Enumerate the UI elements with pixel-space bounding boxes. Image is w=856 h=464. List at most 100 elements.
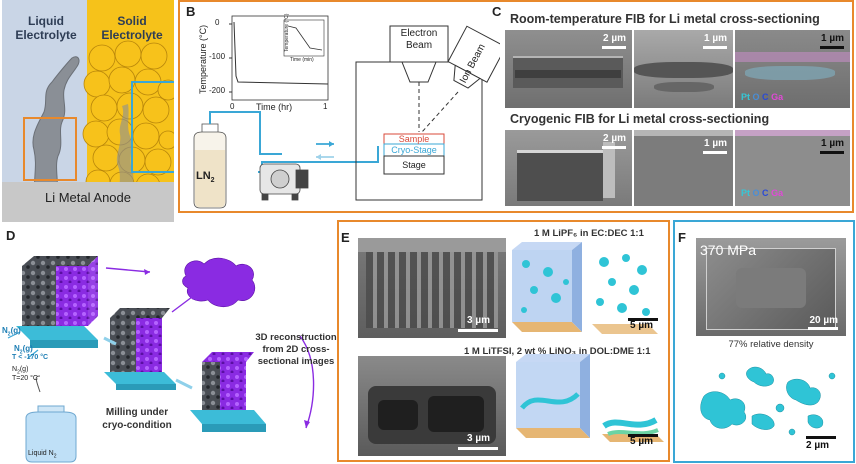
panel-e-frame bbox=[337, 220, 670, 462]
cryo-sem-image-1: 2 µm bbox=[505, 130, 632, 206]
n2g-1-sub: 2 bbox=[7, 331, 11, 338]
f-3d-render bbox=[700, 366, 836, 436]
liquid-highlight-box bbox=[23, 117, 77, 181]
liquid-dendrite bbox=[32, 56, 80, 201]
rt-2-scale-text: 1 µm bbox=[704, 33, 727, 44]
temperature-x-axis-label: Time (hr) bbox=[256, 102, 293, 112]
n2g-2-text: N bbox=[14, 344, 20, 353]
rt-eds-map: 1 µm Pt O C Ga bbox=[735, 30, 850, 108]
stage-label: Stage bbox=[402, 160, 426, 170]
temperature-y-tick-0: 0 bbox=[215, 18, 220, 27]
relative-density-label: 77% relative density bbox=[728, 339, 814, 350]
panel-c-label: C bbox=[492, 4, 502, 19]
liquid-n2-label: Liquid N2 bbox=[28, 450, 56, 459]
liquid-n2-dewar bbox=[25, 375, 77, 463]
cryo-eds-legend: Pt O C Ga bbox=[741, 188, 783, 198]
cryo-eds-map: 1 µm Pt O C Ga bbox=[735, 130, 850, 206]
rt-eds-scale-text: 1 µm bbox=[821, 33, 844, 44]
e-render-scale-bar-2 bbox=[628, 434, 658, 437]
cryo-stage-label: Cryo-Stage bbox=[391, 145, 437, 155]
panel-a-anode-label: Li Metal Anode bbox=[44, 190, 131, 205]
cooling-tube bbox=[209, 111, 282, 155]
panel-b-label: B bbox=[186, 4, 196, 19]
cryo-legend-c: C bbox=[762, 188, 769, 198]
panel-bc-frame bbox=[178, 0, 854, 213]
cryo-fib-title: Cryogenic FIB for Li metal cross-section… bbox=[510, 112, 770, 126]
panel-e-label: E bbox=[341, 230, 350, 245]
n2g-2-suffix: (g) bbox=[22, 344, 33, 353]
cryo-2-scale-text: 1 µm bbox=[704, 138, 727, 149]
cryo-eds-scale-bar bbox=[820, 151, 844, 154]
cryo-legend-ga: Ga bbox=[771, 188, 784, 198]
blue-arrows bbox=[103, 336, 193, 390]
panel-a-solid-label: Solid Electrolyte bbox=[101, 14, 163, 42]
fib-chamber bbox=[355, 25, 500, 201]
legend-pt: Pt bbox=[741, 92, 750, 102]
room-temp-label: T=20 °C bbox=[12, 375, 38, 382]
panel-f-label: F bbox=[678, 230, 686, 245]
f-sem-scale-bar bbox=[808, 327, 838, 330]
cryo-2-scale-bar bbox=[703, 151, 727, 154]
sample-label: Sample bbox=[398, 134, 430, 144]
temperature-y-tick-1: -100 bbox=[209, 52, 226, 61]
e-sem-image-1: 3 µm bbox=[358, 238, 506, 338]
inset-x-axis-label: Time (min) bbox=[290, 57, 314, 63]
n2g-3-sub: 2 bbox=[17, 369, 20, 376]
solid-dendrite bbox=[116, 104, 134, 200]
electron-beam-label: Electron Beam bbox=[400, 28, 438, 51]
liquid-n2-text: Liquid N bbox=[28, 450, 54, 457]
cold-temp-label: T < -170 °C bbox=[12, 354, 49, 361]
cryo-eds-scale-text: 1 µm bbox=[821, 138, 844, 149]
liquid-n2-sub: 2 bbox=[53, 453, 57, 460]
e2-scale-text: 3 µm bbox=[467, 433, 490, 444]
temperature-y-tick-2: -200 bbox=[209, 86, 226, 95]
e2-scale-bar bbox=[458, 447, 498, 450]
n2g-2-sub: 2 bbox=[19, 349, 23, 356]
rt-eds-legend: Pt O C Ga bbox=[741, 92, 783, 102]
panel-d-schematic bbox=[7, 256, 315, 463]
f-sem-image: 370 MPa 20 µm bbox=[696, 238, 846, 336]
legend-c: C bbox=[762, 92, 769, 102]
rt-eds-scale-bar bbox=[820, 46, 844, 49]
cryo-legend-pt: Pt bbox=[741, 188, 750, 198]
e-render-scale-text-2: 5 µm bbox=[630, 436, 653, 447]
panel-a-schematic bbox=[2, 40, 174, 222]
e-3d-renders bbox=[512, 242, 664, 442]
n2g-label-2: N2(g) bbox=[14, 344, 33, 356]
ln2-dewar bbox=[193, 123, 227, 209]
f-render-scale-bar bbox=[806, 436, 836, 439]
inset-y-axis-label: Temperature (°C) bbox=[284, 13, 290, 52]
n2g-1-text: N bbox=[2, 326, 8, 335]
reconstructed-structure bbox=[182, 257, 256, 308]
rt-fib-title: Room-temperature FIB for Li metal cross-… bbox=[510, 12, 820, 26]
temperature-plot bbox=[229, 15, 329, 101]
temperature-x-tick-1: 1 bbox=[323, 102, 328, 111]
render-1a bbox=[512, 242, 582, 332]
e-render-scale-bar-1 bbox=[628, 318, 658, 321]
process-arrows bbox=[105, 267, 197, 313]
rt-2-scale-bar bbox=[703, 46, 727, 49]
ln2-label: LN2 bbox=[196, 170, 215, 184]
electrolyte-2-label: 1 M LiTFSI, 2 wt % LiNO₃ in DOL:DME 1:1 bbox=[464, 346, 651, 357]
temperature-y-axis-label: Temperature (°C) bbox=[198, 24, 208, 94]
temperature-x-tick-0: 0 bbox=[230, 102, 235, 111]
solid-highlight-box bbox=[131, 81, 174, 173]
panel-f-frame bbox=[673, 220, 855, 463]
reconstruction-arrow bbox=[299, 335, 315, 429]
panel-b-schematic bbox=[193, 15, 500, 209]
n2g-1-suffix: (g) bbox=[10, 326, 21, 335]
n2g-3-text: N bbox=[12, 366, 18, 373]
n2g-label-1: N2(g) bbox=[2, 326, 21, 338]
reconstruction-label: 3D reconstruction from 2D cross- section… bbox=[255, 332, 337, 367]
ln2-text: LN bbox=[196, 170, 211, 182]
legend-o: O bbox=[752, 92, 760, 102]
cryo-sem-image-2: 1 µm bbox=[634, 130, 733, 206]
pressure-label: 370 MPa bbox=[700, 242, 757, 258]
sample-cube-3 bbox=[190, 352, 266, 432]
render-2a bbox=[516, 354, 590, 438]
render-1b bbox=[592, 254, 658, 334]
n2g-3-suffix: (g) bbox=[19, 366, 29, 373]
legend-ga: Ga bbox=[771, 92, 784, 102]
li-anode bbox=[2, 182, 174, 222]
electrolyte-1-label: 1 M LiPF₆ in EC:DEC 1:1 bbox=[534, 228, 644, 239]
